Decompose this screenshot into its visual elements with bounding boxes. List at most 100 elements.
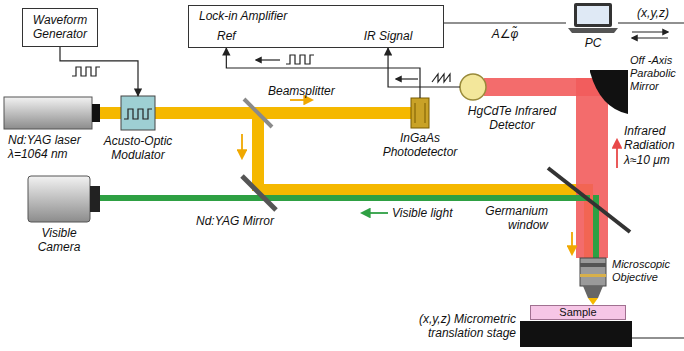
signal-waveforms [286,55,314,64]
acousto-optic-modulator [121,96,155,130]
direction-arrows [571,232,573,254]
microscope-objective [580,258,606,298]
laser-beam [260,107,411,119]
edge-label: A∠φ̃ [490,27,521,41]
pc-wire [618,22,684,23]
ir-beam [484,78,608,258]
label-slot: Microscopic Objective [612,258,682,284]
visible-camera [28,176,100,222]
photodetector-node: InGaAs Photodetector [382,98,458,160]
laser-beam [588,298,598,305]
acousto-optic-modulator [124,109,152,119]
part-label: Microscopic Objective [612,258,682,284]
label-slot: Germanium window [476,204,548,233]
acousto-optic-modulator [121,96,155,130]
laser-body [4,97,92,129]
laser-beam [252,113,264,191]
ingaas-photodetector [411,98,429,128]
laser-body [92,104,100,122]
label-slot: (x,y,z) Micrometric translation stage [392,312,516,341]
label-slot: Visible Camera [22,226,96,255]
germanium-window [548,168,630,232]
part-label: Visible light [392,206,472,220]
signal-wire [226,48,420,98]
hgcdte-detector [460,74,486,100]
part-label: (x,y,z) [628,6,678,20]
part-label: Visible Camera [22,226,96,255]
beamsplitter [244,99,272,127]
visible-camera [90,186,100,212]
microscope-objective [583,286,603,298]
ingaas-photodetector [411,98,429,128]
visible-beam [100,195,599,258]
ingaas-photodetector [425,103,426,123]
direction-arrows [241,134,243,158]
direction-arrows [396,78,418,79]
modulator-node: Acusto-Optic Modulator [100,96,176,163]
signal-wire [388,48,460,87]
label-slot: Off -Axis Parabolic Mirror [630,54,683,94]
direction-arrows [362,212,388,214]
port-label: IR Signal [364,29,413,43]
part-label: (x,y,z) Micrometric translation stage [392,312,516,341]
part-label: Nd:YAG Mirror [196,214,296,228]
node-title: HgCdTe Infrared Detector [460,104,564,133]
parabolic-mirror [590,70,628,114]
laptop-icon [568,3,618,33]
sample-box: Sample [530,305,626,320]
translation-stage [520,321,632,347]
visible-camera [28,176,90,222]
node-title: Lock-in Amplifier [199,9,443,23]
part-label: Nd:YAG laser λ=1064 nm [8,133,92,162]
microscope-objective [580,274,606,277]
laser-beam [100,107,598,305]
direction-arrows [616,140,618,168]
ir-detector-node: HgCdTe Infrared Detector [460,74,564,133]
stage-wire [632,337,684,338]
laser-body [4,97,100,129]
lock-in-amplifier-box: Lock-in AmplifierRef IR Signal [188,5,444,48]
signal-wire [60,47,138,96]
laptop-icon [568,28,618,33]
label-slot: Nd:YAG laser λ=1064 nm [8,133,92,162]
hgcdte-detector [460,74,486,100]
label-slot: (x,y,z) [628,6,678,20]
label-slot: Visible light [392,206,472,220]
signal-waveforms [72,67,100,76]
signal-wire [444,22,566,23]
ingaas-photodetector [415,103,416,123]
nd-yag-mirror [242,176,276,210]
microscope-objective [580,258,606,286]
direction-arrows [632,31,668,32]
part-label: Infrared Radiation λ≈10 μm [624,124,682,167]
ir-beam [576,78,608,258]
label-slot: Nd:YAG Mirror [196,214,296,228]
waveform-generator-box: Waveform Generator [22,8,98,47]
signal-waveforms [432,74,450,82]
node-title: Waveform Generator [27,13,93,42]
part-label: Beamsplitter [268,84,348,98]
laser-beam [258,184,590,195]
visible-beam [100,195,590,201]
node-title: InGaAs Photodetector [382,131,458,160]
part-label: Germanium window [476,204,548,233]
laptop-icon [574,3,612,27]
laptop-icon [577,6,609,24]
label-slot: Infrared Radiation λ≈10 μm [624,124,682,167]
direction-arrows [632,37,668,38]
label-slot: A∠φ̃ [490,27,521,41]
label-slot: Beamsplitter [268,84,348,98]
direction-arrows [290,99,312,101]
direction-arrows [242,32,668,254]
microscope-objective [580,263,606,267]
node-title: PC [566,36,620,50]
node-title: Sample [531,306,625,319]
direction-arrows [256,59,280,60]
port-label: Ref [217,29,236,43]
pc-node: PC [566,3,620,50]
